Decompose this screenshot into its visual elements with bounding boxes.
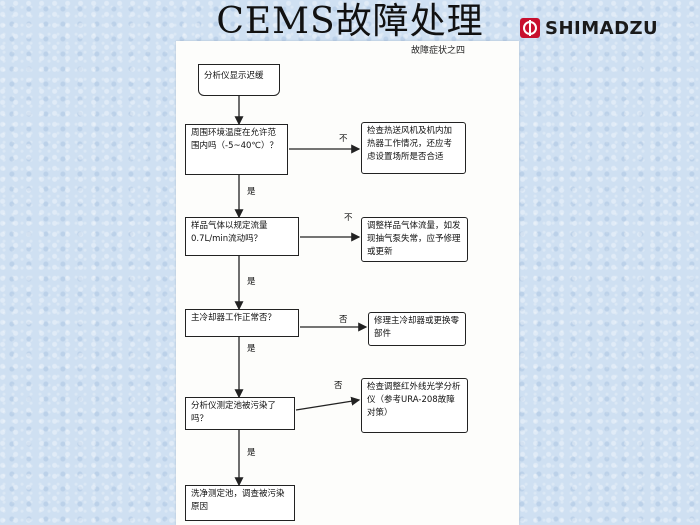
start-text: 分析仪显示迟缓 [204,71,264,81]
action-box-4: 检查调整红外线光学分析仪（参考URA-208故障对策） [361,378,468,433]
action-box-3: 修理主冷却器或更换零部件 [368,312,466,346]
flowchart-connectors [234,96,368,487]
final-text: 洗净测定池，调查被污染原因 [191,489,285,512]
decision-box-1: 周围环境温度在允许范围内吗（-5~40℃）？ [185,124,288,175]
action-text-1: 检查热送风机及机内加热器工作情况，还应考虑设置场所是否合适 [367,126,453,162]
no-label-4: 否 [334,381,343,391]
action-text-2: 调整样品气体流量，如发现抽气泵失常，应予修理或更新 [367,221,461,257]
logo-text: SHIMADZU [545,17,659,39]
decision-text-3: 主冷却器工作正常否？ [191,313,277,323]
flowchart-document: 故障症状之四 分析仪显示迟缓 周围环境温度在允许范围内吗（-5~40℃）？ 不 … [176,41,519,525]
decision-box-2: 样品气体以规定流量0.7L/min流动吗？ [185,217,299,256]
no-label-3: 否 [339,315,348,325]
yes-label-1: 是 [247,187,256,197]
shimadzu-logo: SHIMADZU [520,16,658,40]
decision-box-4: 分析仪测定池被污染了吗？ [185,397,295,430]
arrow-q4-to-action4 [295,396,361,411]
action-box-1: 检查热送风机及机内加热器工作情况，还应考虑设置场所是否合适 [361,122,466,174]
no-label-2: 不 [344,213,353,223]
decision-text-1: 周围环境温度在允许范围内吗（-5~40℃）？ [191,128,278,151]
action-text-3: 修理主冷却器或更换零部件 [374,316,460,339]
shimadzu-logo-icon [520,18,540,38]
decision-box-3: 主冷却器工作正常否？ [185,309,299,337]
yes-label-3: 是 [247,344,256,354]
final-box: 洗净测定池，调查被污染原因 [185,485,295,521]
action-text-4: 检查调整红外线光学分析仪（参考URA-208故障对策） [367,382,461,418]
action-box-2: 调整样品气体流量，如发现抽气泵失常，应予修理或更新 [361,217,468,262]
yes-label-4: 是 [247,448,256,458]
no-label-1: 不 [339,134,348,144]
start-box: 分析仪显示迟缓 [198,64,280,96]
document-caption: 故障症状之四 [411,46,466,56]
slide-title: CEMS故障处理 [216,1,484,42]
decision-text-2: 样品气体以规定流量0.7L/min流动吗？ [191,221,268,244]
yes-label-2: 是 [247,277,256,287]
decision-text-4: 分析仪测定池被污染了吗？ [191,401,277,424]
